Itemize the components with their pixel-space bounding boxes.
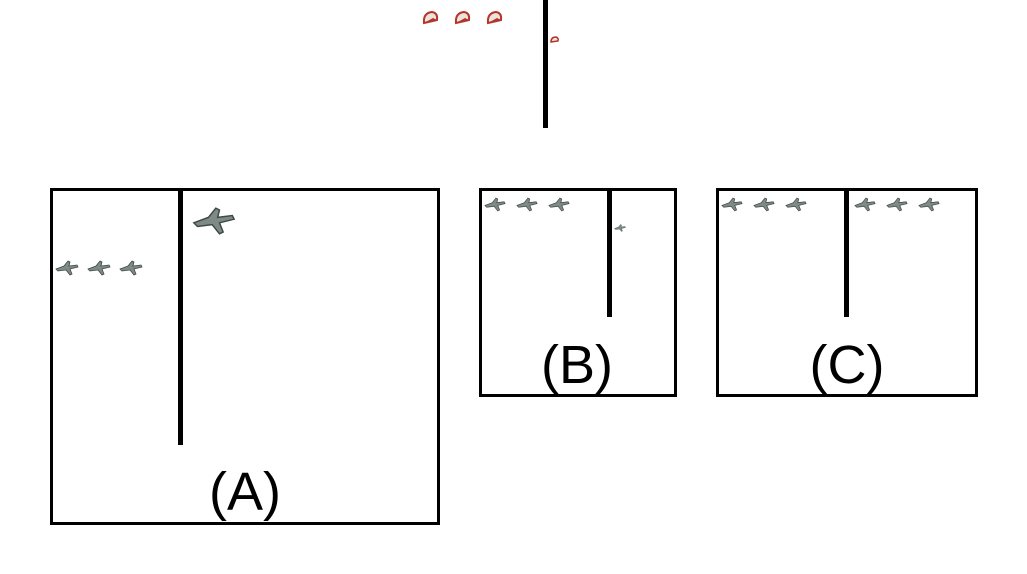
airplane-icon	[516, 197, 538, 212]
panel-b-divider-line	[607, 188, 612, 317]
panel-b	[479, 188, 677, 397]
airplane-icon	[886, 197, 908, 212]
top-divider-line	[543, 0, 548, 128]
panel-b-label: (B)	[541, 335, 613, 395]
airplane-icon	[119, 260, 143, 276]
panel-a	[50, 188, 440, 525]
panel-a-label: (A)	[209, 462, 281, 522]
airplane-icon	[721, 197, 743, 212]
large-airplane-icon	[192, 207, 236, 235]
airplane-icon	[785, 197, 807, 212]
small-airplane-icon	[614, 224, 626, 232]
cap-icon	[486, 10, 503, 25]
airplane-icon	[55, 260, 79, 276]
airplane-icon	[918, 197, 940, 212]
airplane-icon	[548, 197, 570, 212]
small-cap-icon	[550, 36, 559, 43]
panel-c-label: (C)	[809, 335, 885, 395]
airplane-icon	[484, 197, 506, 212]
airplane-icon	[854, 197, 876, 212]
panel-c-divider-line	[844, 188, 849, 317]
cap-icon	[454, 10, 471, 25]
airplane-icon	[753, 197, 775, 212]
cap-icon	[422, 10, 439, 25]
airplane-icon	[87, 260, 111, 276]
panel-a-divider-line	[178, 188, 183, 445]
